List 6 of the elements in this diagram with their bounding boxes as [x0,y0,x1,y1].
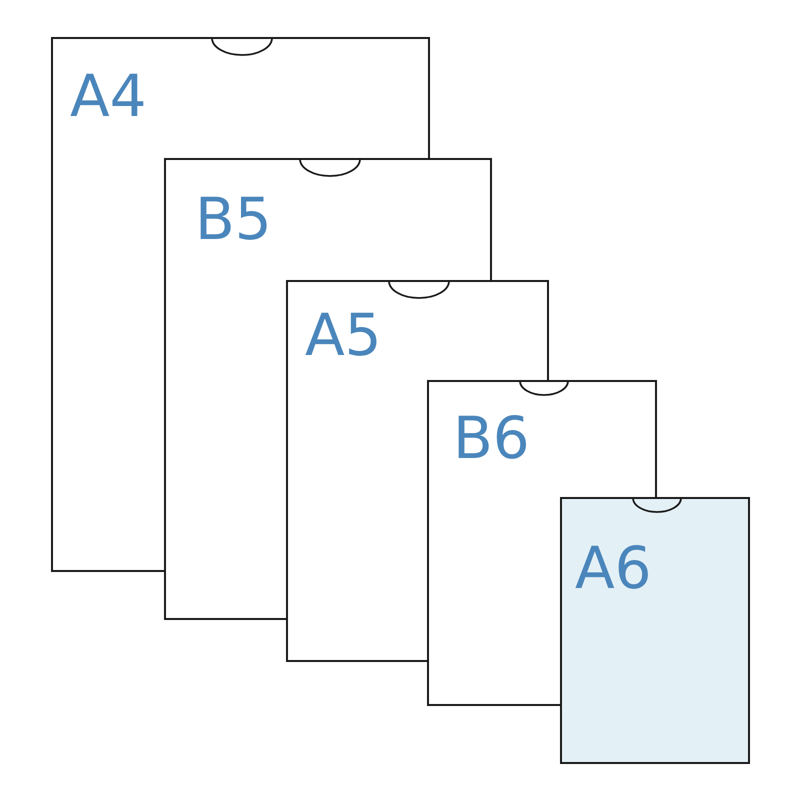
size-label: B6 [453,409,530,467]
size-label: A6 [575,539,652,597]
size-label: B5 [195,190,272,248]
size-label: A4 [70,67,147,125]
paper-sheet [560,497,750,764]
size-label: A5 [305,306,382,364]
